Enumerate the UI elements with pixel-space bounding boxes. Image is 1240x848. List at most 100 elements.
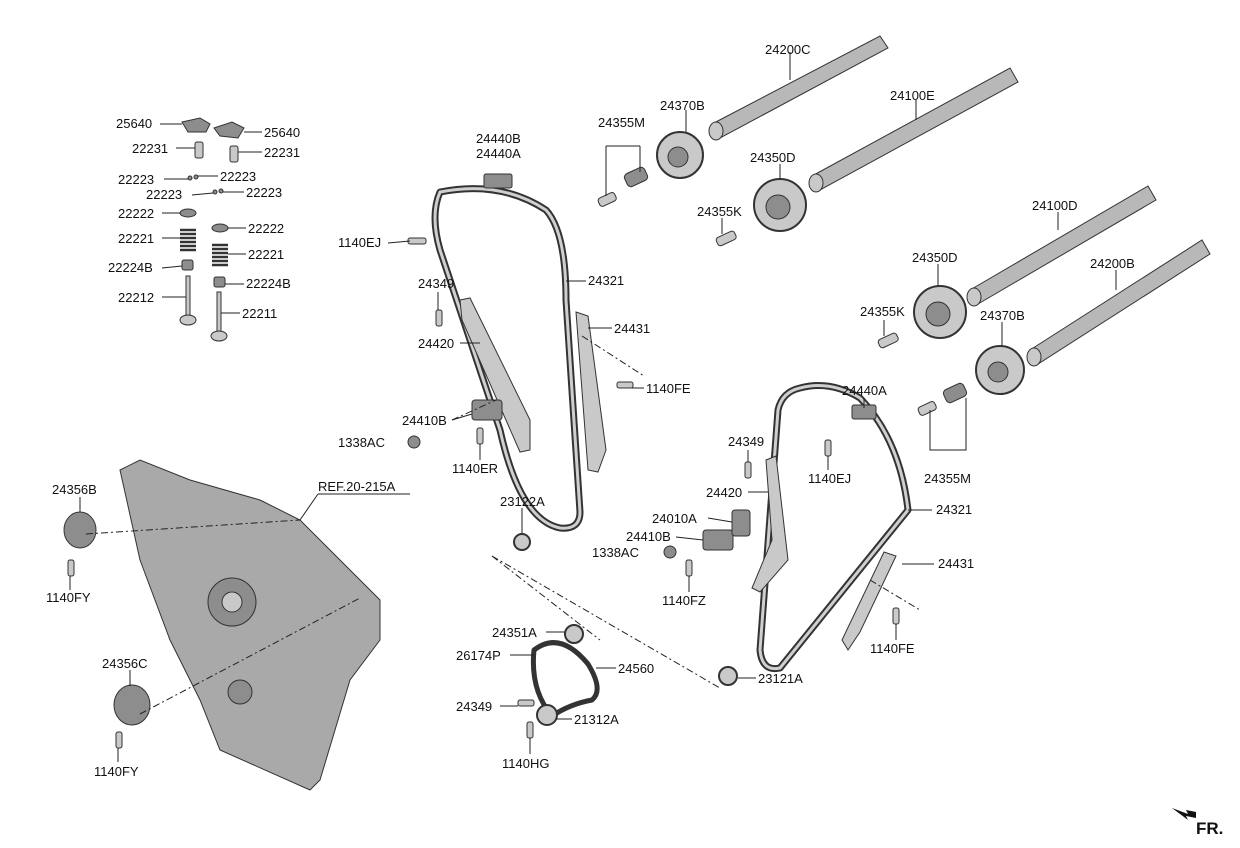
label-1140FE-right: 1140FE — [870, 641, 915, 656]
cam-phaser-24350D-lower-hub — [925, 301, 951, 327]
guides-group — [407, 173, 897, 651]
label-1140EJ-left: 1140EJ — [338, 235, 381, 250]
intake-valve-head — [210, 330, 228, 342]
label-1140FE-left: 1140FE — [646, 381, 691, 396]
washer-1338AC-left — [407, 435, 421, 449]
rocker-arm-right — [213, 121, 245, 139]
ocv-bolt-24355K-lower — [877, 332, 899, 349]
camshaft-24200B-end — [1026, 347, 1042, 367]
label-22221-right: 22221 — [248, 247, 284, 262]
leader-l13 — [929, 398, 967, 451]
label-1338AC-right: 1338AC — [592, 545, 639, 560]
label-22223-d: 22223 — [246, 185, 282, 200]
label-22224B-right: 22224B — [246, 276, 291, 291]
bolt-1140ER — [476, 427, 484, 445]
ocv-valve-lower — [942, 382, 968, 404]
leader-l16 — [387, 240, 411, 244]
label-1140ER: 1140ER — [452, 461, 498, 476]
bolt-1140HG — [526, 721, 534, 739]
timing-chain-left — [431, 185, 584, 532]
label-24356C: 24356C — [102, 656, 148, 671]
label-24349-upper: 24349 — [418, 276, 454, 291]
vacuum-pump-24356B — [63, 511, 97, 549]
camshaft-24200C-end — [708, 121, 724, 141]
chain-guide-24420-left — [459, 297, 531, 453]
label-24010A: 24010A — [652, 511, 697, 526]
valve-key-2 — [193, 174, 199, 180]
valve-spring-right — [212, 243, 228, 267]
crank-sprocket-23121A — [718, 666, 738, 686]
label-22222-right: 22222 — [248, 221, 284, 236]
label-24440A-right: 24440A — [842, 383, 887, 398]
bolt-1140EJ-left — [407, 237, 427, 245]
dash-guide-bolt-left — [581, 335, 645, 377]
label-26174P: 26174P — [456, 648, 501, 663]
leader-lines — [69, 52, 1117, 762]
label-1140FZ: 1140FZ — [662, 593, 706, 608]
label-24100E: 24100E — [890, 88, 935, 103]
valve-train-group — [179, 117, 245, 342]
sprocket-group — [513, 533, 738, 726]
valve-key-3 — [212, 189, 218, 195]
exhaust-valve-stem — [185, 275, 191, 317]
cam-phaser-24350D-upper-hub — [765, 194, 791, 220]
leader-l30 — [707, 517, 733, 523]
label-24355K-upper: 24355K — [697, 204, 742, 219]
valve-seal-right — [213, 276, 226, 288]
label-24356B: 24356B — [52, 482, 97, 497]
oil-pump-chain — [530, 640, 600, 719]
bolt-24349-lower — [517, 699, 535, 707]
label-22221-left: 22221 — [118, 231, 154, 246]
front-label: FR. — [1196, 819, 1223, 838]
label-24100D: 24100D — [1032, 198, 1078, 213]
washer-1338AC-right — [663, 545, 677, 559]
label-24431-right: 24431 — [938, 556, 974, 571]
part-labels: 24200C 24100E 24370B 24355M 24350D 24355… — [46, 42, 1135, 779]
label-1140HG: 1140HG — [502, 756, 549, 771]
label-1140FY-upper: 1140FY — [46, 590, 91, 605]
timing-chain-left-inner — [433, 187, 582, 530]
label-22224B-left: 22224B — [108, 260, 153, 275]
chain-guide-24420-right — [751, 455, 789, 593]
label-23122A: 23122A — [500, 494, 545, 509]
camshaft-24100E-end — [808, 173, 824, 193]
label-23121A: 23121A — [758, 671, 803, 686]
label-24370B-lower: 24370B — [980, 308, 1025, 323]
label-24410B-right: 24410B — [626, 529, 671, 544]
bolt-24349-right — [744, 461, 752, 479]
bolt-1140FE-left — [616, 381, 634, 389]
leader-l60 — [299, 493, 410, 521]
dash-crank-link — [491, 555, 721, 689]
leader-l49 — [191, 192, 214, 196]
bolt-24349-upper — [435, 309, 443, 327]
crank-sprocket-23122A — [513, 533, 531, 551]
oil-pump-sprocket-21312A — [536, 704, 558, 726]
tensioner-24010A — [731, 509, 751, 537]
leader-l55 — [161, 265, 183, 269]
label-24355M-upper: 24355M — [598, 115, 645, 130]
rocker-arm-left — [181, 117, 211, 133]
dash-guide-bolt-right — [869, 579, 921, 611]
chain-guide-24431-left — [575, 311, 607, 473]
bolt-1140FY-lower — [115, 731, 123, 749]
sprocket-24351A — [564, 624, 584, 644]
chain-guide-24431-right — [841, 551, 897, 651]
cam-sprocket-24370B-lower-hub — [987, 361, 1009, 383]
label-24351A: 24351A — [492, 625, 537, 640]
valve-spring-left — [180, 228, 196, 252]
camshaft-24100E — [811, 67, 1019, 191]
label-22211: 22211 — [242, 306, 277, 321]
label-22212: 22212 — [118, 290, 154, 305]
label-24440B: 24440B — [476, 131, 521, 146]
spring-retainer-right — [211, 223, 229, 233]
label-24200C: 24200C — [765, 42, 811, 57]
label-24355M-lower: 24355M — [924, 471, 971, 486]
chain-guide-24440B — [483, 173, 513, 189]
label-22231-right: 22231 — [264, 145, 300, 160]
label-24350D-lower: 24350D — [912, 250, 958, 265]
label-24560: 24560 — [618, 661, 654, 676]
label-24350D-upper: 24350D — [750, 150, 796, 165]
cam-sprocket-24370B-upper-hub — [667, 146, 689, 168]
tensioner-24410B-right — [702, 529, 734, 551]
ocv-bolt-lower — [917, 401, 937, 416]
